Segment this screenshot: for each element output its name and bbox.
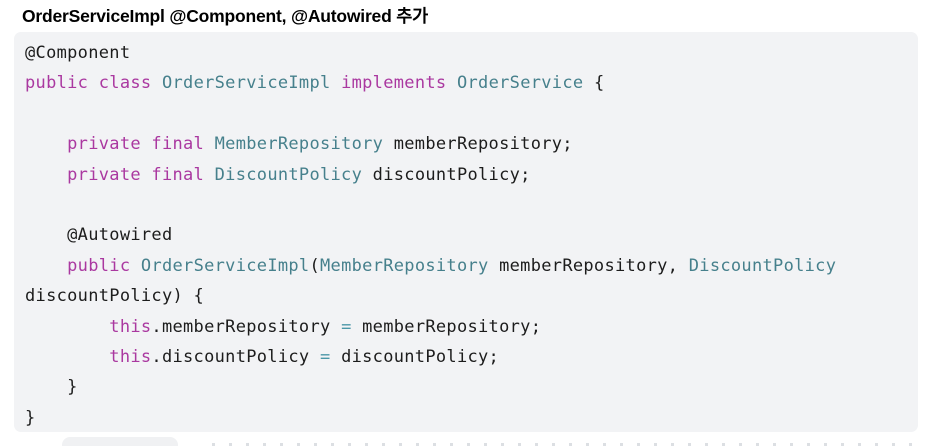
code-line: } <box>25 403 907 432</box>
code-token: memberRepository, <box>488 255 689 276</box>
code-token: discountPolicy; <box>362 164 531 185</box>
code-token: private final <box>67 164 205 185</box>
code-line: } <box>25 372 907 402</box>
code-token: = <box>319 346 331 367</box>
code-token: this <box>109 346 152 367</box>
code-token <box>130 256 141 276</box>
page-title: OrderServiceImpl @Component, @Autowired … <box>22 6 429 26</box>
code-token: .discountPolicy <box>151 346 320 367</box>
code-token: { <box>583 73 605 94</box>
code-token: ( <box>309 255 321 276</box>
code-token <box>25 134 67 154</box>
code-token: MemberRepository <box>320 255 489 276</box>
code-block: @Component public class OrderServiceImpl … <box>14 32 918 432</box>
code-line: public OrderServiceImpl(MemberRepository… <box>25 251 907 281</box>
code-token: public class <box>25 73 152 94</box>
code-token: discountPolicy) { <box>25 286 205 307</box>
code-line: @Component <box>25 38 907 68</box>
code-token: = <box>341 316 352 337</box>
code-token <box>204 134 215 154</box>
code-token: MemberRepository <box>214 134 384 155</box>
code-token: OrderServiceImpl <box>140 255 310 276</box>
code-line: @Autowired <box>25 220 907 250</box>
code-token: discountPolicy; <box>330 346 500 367</box>
code-token <box>204 165 215 185</box>
code-token: DiscountPolicy <box>214 164 363 185</box>
code-token <box>151 73 162 93</box>
code-line <box>25 190 907 220</box>
code-token <box>25 165 67 185</box>
code-token: } <box>25 377 78 398</box>
code-token: memberRepository; <box>351 316 542 337</box>
code-token <box>25 317 109 337</box>
code-token: this <box>109 316 152 337</box>
code-line: this.discountPolicy = discountPolicy; <box>25 342 907 372</box>
code-token: } <box>25 407 36 428</box>
code-token: @Autowired <box>25 225 173 246</box>
code-token <box>25 256 67 276</box>
code-token: DiscountPolicy <box>688 255 837 276</box>
code-token: OrderService <box>456 73 584 94</box>
partial-code-chip <box>62 437 178 446</box>
code-token: memberRepository; <box>383 134 573 155</box>
cropped-next-line <box>212 443 920 446</box>
code-token: .memberRepository <box>151 316 342 337</box>
code-token: @Component <box>25 43 131 63</box>
code-line: this.memberRepository = memberRepository… <box>25 312 907 342</box>
code-line: private final MemberRepository memberRep… <box>25 129 907 159</box>
code-line: private final DiscountPolicy discountPol… <box>25 160 907 190</box>
code-token: implements <box>341 73 447 94</box>
code-token: OrderServiceImpl <box>161 73 331 94</box>
code-token: public <box>67 255 131 276</box>
code-token <box>446 73 457 93</box>
code-token <box>331 73 342 93</box>
code-line: public class OrderServiceImpl implements… <box>25 68 907 98</box>
code-token: private final <box>67 134 205 155</box>
code-line <box>25 99 907 129</box>
code-line: discountPolicy) { <box>25 281 907 311</box>
code-token <box>25 347 109 367</box>
